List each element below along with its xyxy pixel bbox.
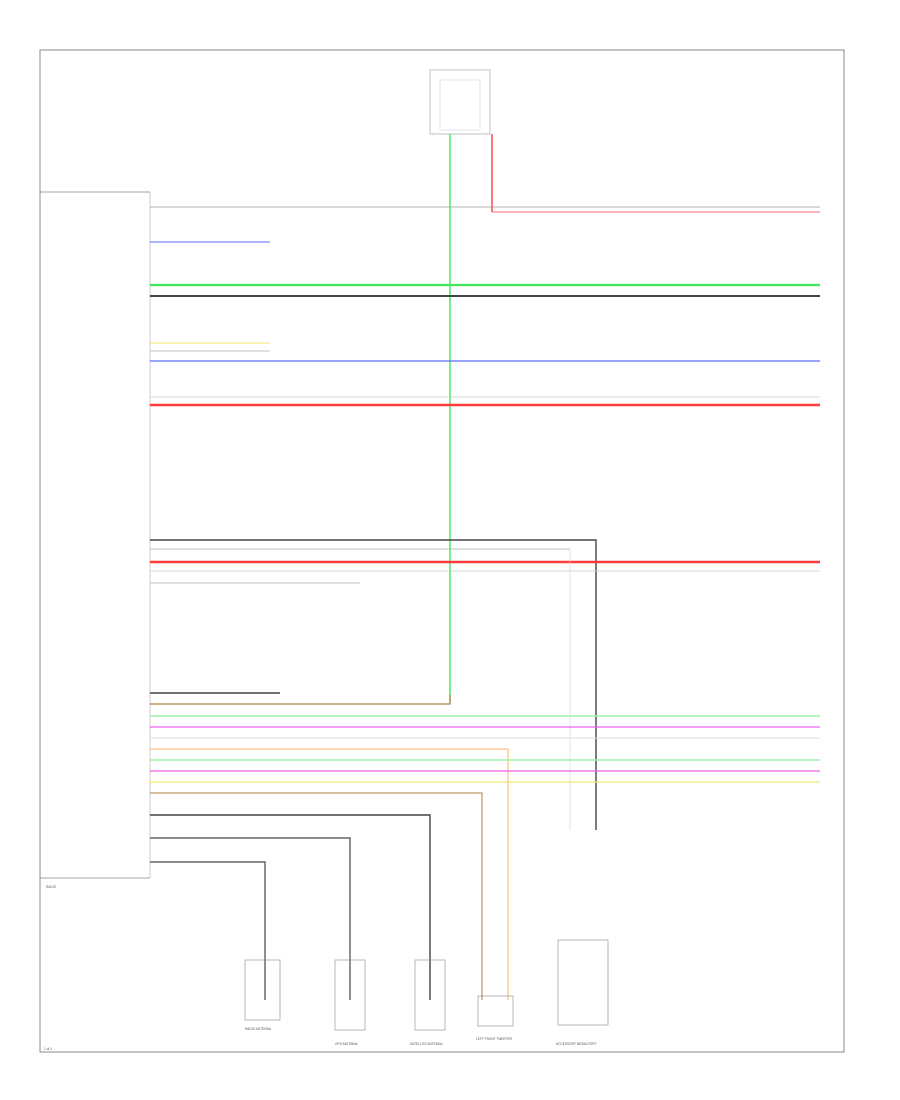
wire-brown-loop (150, 695, 451, 705)
radio-antenna-symbol (244, 959, 281, 1021)
wire-black-gps (150, 837, 351, 1000)
left-front-tweeter-label: LEFT FRONT TWEETER (476, 1037, 513, 1041)
radio-antenna-label: RADIO ANTENNA (245, 1027, 272, 1031)
accessory-media-port-symbol (557, 939, 609, 1026)
gps-antenna-symbol (334, 959, 366, 1031)
accessory-media-port-label: ACCESSORY MEDIA PORT (556, 1042, 596, 1046)
satellite-antenna-label: SATELLITE ANTENNA (410, 1042, 443, 1046)
diagram-frame (39, 49, 845, 1053)
satellite-antenna-symbol (414, 959, 446, 1031)
gps-antenna-label: GPS ANTENNA (335, 1042, 359, 1046)
left-front-tweeter-symbol (477, 995, 514, 1027)
fuse-block-inner (439, 79, 481, 131)
fuse-block (429, 69, 491, 135)
radio-module-outline (39, 191, 150, 879)
wire-black-radio (150, 861, 266, 1000)
radio-module-label: RADIO (46, 885, 57, 889)
page-reference: 1 of 2 (44, 1047, 52, 1051)
wire-brown-2 (150, 792, 483, 1000)
wire-black-usb (150, 539, 597, 830)
wire-black-sat (150, 814, 431, 1000)
wire-orange-1 (150, 748, 509, 1000)
